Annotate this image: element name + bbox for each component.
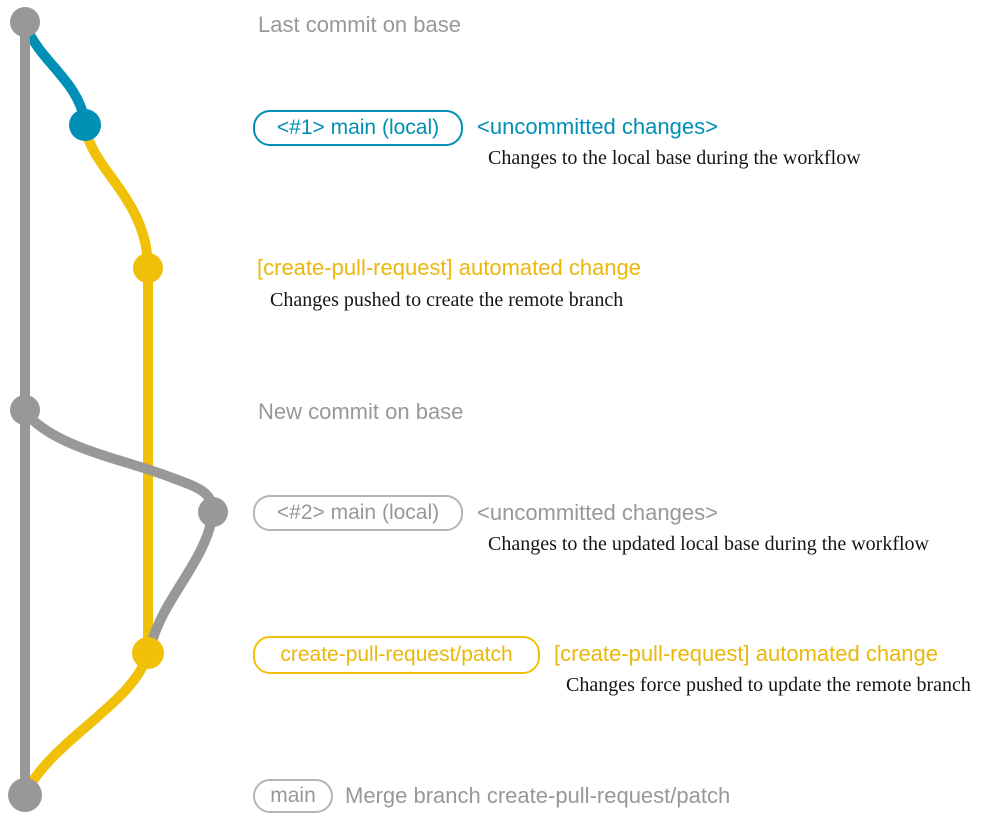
branch-badge-main-local-2: <#2> main (local) — [253, 495, 463, 531]
commit-message-uncommitted-1: <uncommitted changes> — [477, 114, 718, 139]
note-pushed-create-branch: Changes pushed to create the remote bran… — [270, 289, 624, 311]
branch-badge-label: <#2> main (local) — [276, 501, 440, 524]
branch-badge-patch: create-pull-request/patch — [253, 636, 540, 674]
note-local-base-changes: Changes to the local base during the wor… — [488, 147, 861, 169]
commit-message-uncommitted-2: <uncommitted changes> — [477, 500, 718, 525]
branch-badge-main-local-1: <#1> main (local) — [253, 110, 463, 146]
branch-badge-label: main — [270, 784, 316, 807]
commit-dot-new-base — [10, 395, 40, 425]
branch-badge-label: <#1> main (local) — [276, 116, 440, 139]
branch-badge-main: main — [253, 779, 333, 813]
note-force-pushed-update-branch: Changes force pushed to update the remot… — [566, 674, 971, 696]
commit-message-merge: Merge branch create-pull-request/patch — [345, 783, 731, 808]
commit-message-automated-change-1: [create-pull-request] automated change — [257, 255, 642, 280]
commit-dot-merge — [8, 778, 42, 812]
commit-message-last-base: Last commit on base — [258, 12, 461, 37]
branch-line-local-main-2 — [21, 408, 219, 652]
commit-dot-local-1 — [69, 109, 101, 141]
note-updated-local-base-changes: Changes to the updated local base during… — [488, 533, 929, 555]
commit-dot-patch-2 — [132, 637, 164, 669]
commit-dot-last-base — [10, 7, 40, 37]
branch-badge-label: create-pull-request/patch — [280, 643, 513, 666]
commit-dot-patch-1 — [133, 253, 163, 283]
commit-message-automated-change-2: [create-pull-request] automated change — [554, 641, 939, 666]
branch-line-local-main-1 — [21, 24, 90, 124]
commit-dot-local-2 — [198, 497, 228, 527]
commit-message-new-base: New commit on base — [258, 399, 464, 424]
